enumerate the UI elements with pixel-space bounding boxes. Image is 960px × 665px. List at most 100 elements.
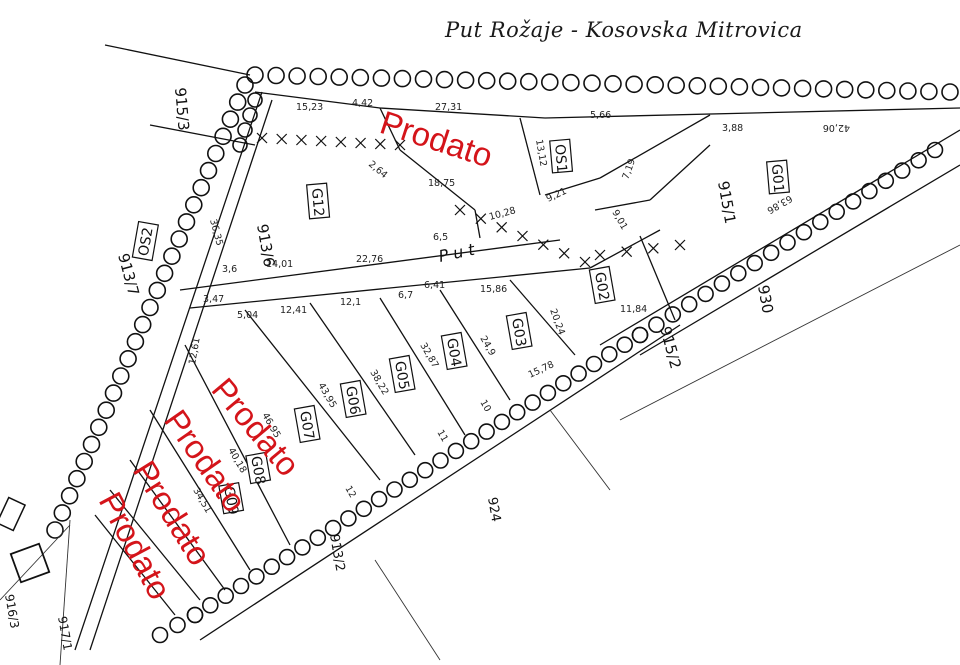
- tree-symbol: [456, 71, 475, 89]
- tree-symbol: [199, 161, 218, 180]
- measurement: 6,7: [398, 290, 413, 301]
- x-marker: [296, 134, 307, 146]
- x-marker: [454, 204, 466, 216]
- tree-symbol: [148, 281, 167, 300]
- tree-symbol: [288, 67, 306, 85]
- tree-symbol: [709, 77, 728, 96]
- tree-symbol: [68, 469, 86, 488]
- tree-symbols: [46, 66, 959, 644]
- tree-symbol: [646, 76, 665, 94]
- tree-symbol: [53, 504, 72, 522]
- tree-symbol: [267, 66, 285, 85]
- measurement: 2,64: [366, 159, 389, 181]
- tree-symbol: [202, 596, 219, 614]
- tree-symbol: [688, 77, 707, 95]
- tree-symbol: [478, 423, 495, 440]
- cadastral-number: 913/2: [326, 533, 347, 573]
- tree-symbol: [713, 275, 731, 292]
- tree-symbol: [554, 374, 572, 392]
- tree-symbol: [163, 247, 181, 266]
- tree-symbol: [214, 127, 232, 146]
- tree-symbol: [625, 75, 643, 94]
- tree-symbol: [309, 67, 328, 86]
- tree-symbol: [185, 196, 203, 214]
- parcel-label: G05: [391, 360, 412, 391]
- tree-symbol: [192, 178, 210, 197]
- road-label: P u t: [437, 240, 477, 266]
- tree-symbol: [730, 78, 749, 96]
- tree-symbol: [667, 76, 686, 95]
- x-marker: [647, 242, 659, 254]
- x-marker: [537, 239, 549, 251]
- cadastral-number: 915/1: [714, 180, 739, 226]
- measurement: 22,76: [356, 254, 383, 265]
- tree-symbol: [309, 529, 327, 547]
- tree-symbol: [186, 606, 204, 624]
- measurement: 6,41: [424, 280, 445, 291]
- tree-symbol: [493, 413, 511, 431]
- tree-symbol: [263, 558, 281, 576]
- measurement: 11: [434, 428, 450, 444]
- tree-symbol: [729, 264, 747, 282]
- parcel-label: G01: [768, 163, 786, 193]
- tree-symbol: [97, 401, 115, 420]
- x-marker: [394, 139, 406, 151]
- tree-symbol: [746, 254, 764, 272]
- measurement: 32,87: [417, 341, 440, 370]
- measurement: 4,42: [352, 98, 373, 109]
- tree-symbol: [540, 73, 559, 91]
- parcel-labels: G12 OS1 G01 G02 G03 G04 G05 G06 G07 G08 …: [131, 138, 791, 516]
- tree-symbol: [680, 295, 698, 313]
- x-marker: [517, 230, 528, 242]
- tree-symbol: [294, 539, 311, 556]
- tree-symbol: [351, 68, 370, 87]
- measurement: 42,06: [823, 122, 850, 133]
- tree-symbol: [920, 82, 938, 101]
- x-marker: [335, 136, 347, 148]
- tree-symbol: [221, 110, 240, 128]
- parcel-label: G09: [220, 485, 241, 516]
- x-marker: [594, 249, 606, 261]
- tree-symbol: [793, 79, 812, 98]
- tree-symbol: [844, 193, 862, 210]
- tree-symbol: [112, 367, 130, 385]
- tree-symbol: [236, 76, 254, 94]
- tree-symbol: [414, 70, 433, 88]
- tree-symbol: [524, 394, 541, 411]
- tree-symbol: [877, 81, 896, 100]
- tree-symbol: [46, 521, 64, 539]
- x-marker: [374, 138, 386, 150]
- parcel-label: G08: [247, 455, 268, 486]
- tree-symbol: [386, 481, 403, 498]
- tree-symbol: [562, 73, 580, 92]
- x-marker: [496, 221, 508, 233]
- tree-symbol: [910, 152, 927, 169]
- measurement: 7,19: [620, 157, 638, 181]
- tree-symbol: [119, 349, 137, 368]
- tree-symbol: [151, 626, 169, 644]
- measurement: 12,41: [280, 305, 307, 316]
- tree-symbol: [207, 144, 225, 163]
- measurement: 5,04: [237, 310, 258, 321]
- measurement: 12,61: [187, 337, 203, 366]
- tree-symbol: [616, 336, 634, 354]
- measurement: 38,22: [367, 368, 390, 397]
- tree-symbol: [664, 306, 682, 323]
- x-marker: [276, 133, 288, 145]
- tree-symbol: [519, 72, 538, 91]
- tree-symbol: [462, 432, 480, 450]
- measurement: 9,21: [545, 186, 569, 205]
- tree-symbol: [751, 78, 770, 97]
- tree-symbol: [811, 213, 829, 231]
- tree-symbol: [104, 384, 123, 402]
- parcel-label: G04: [443, 337, 464, 368]
- tree-symbol: [370, 490, 388, 508]
- measurement: 15,86: [480, 284, 507, 295]
- parcel-label: G03: [508, 317, 529, 348]
- x-marker: [621, 246, 633, 258]
- tree-symbol: [435, 70, 454, 89]
- tree-symbol: [899, 82, 917, 100]
- tree-symbol: [498, 72, 517, 90]
- tree-symbol: [600, 345, 618, 363]
- tree-symbol: [583, 74, 601, 92]
